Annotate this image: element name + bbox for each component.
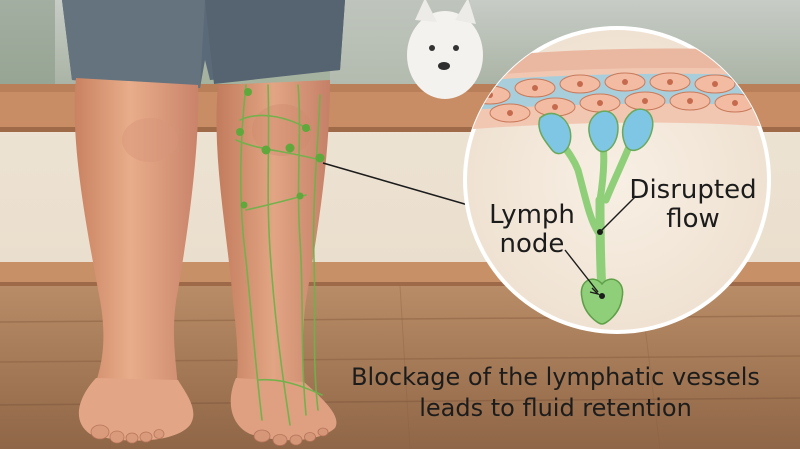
lymph-node-label-line-2: node [499, 229, 565, 260]
magnified-inset [463, 26, 771, 334]
disrupted-flow-label: Disrupted flow [618, 175, 768, 235]
disrupted-flow-label-line-1: Disrupted [629, 175, 757, 205]
left-leg [74, 78, 199, 444]
lymph-nodes [236, 88, 325, 209]
dog-figure [407, 0, 483, 99]
disrupted-flow-label-line-2: flow [666, 204, 720, 235]
caption-line-2: leads to fluid retention [419, 393, 692, 422]
caption: Blockage of the lymphatic vessels leads … [318, 362, 793, 423]
lymph-node-pointer [564, 249, 599, 293]
pointer-line [322, 162, 476, 208]
lymph-node-label: Lymph node [484, 200, 580, 260]
caption-line-1: Blockage of the lymphatic vessels [351, 363, 760, 391]
lymphatic-capillaries [538, 108, 654, 325]
lymph-node-label-line-1: Lymph [489, 200, 575, 230]
disrupted-flow-pointer [600, 195, 637, 232]
shorts [62, 0, 345, 88]
